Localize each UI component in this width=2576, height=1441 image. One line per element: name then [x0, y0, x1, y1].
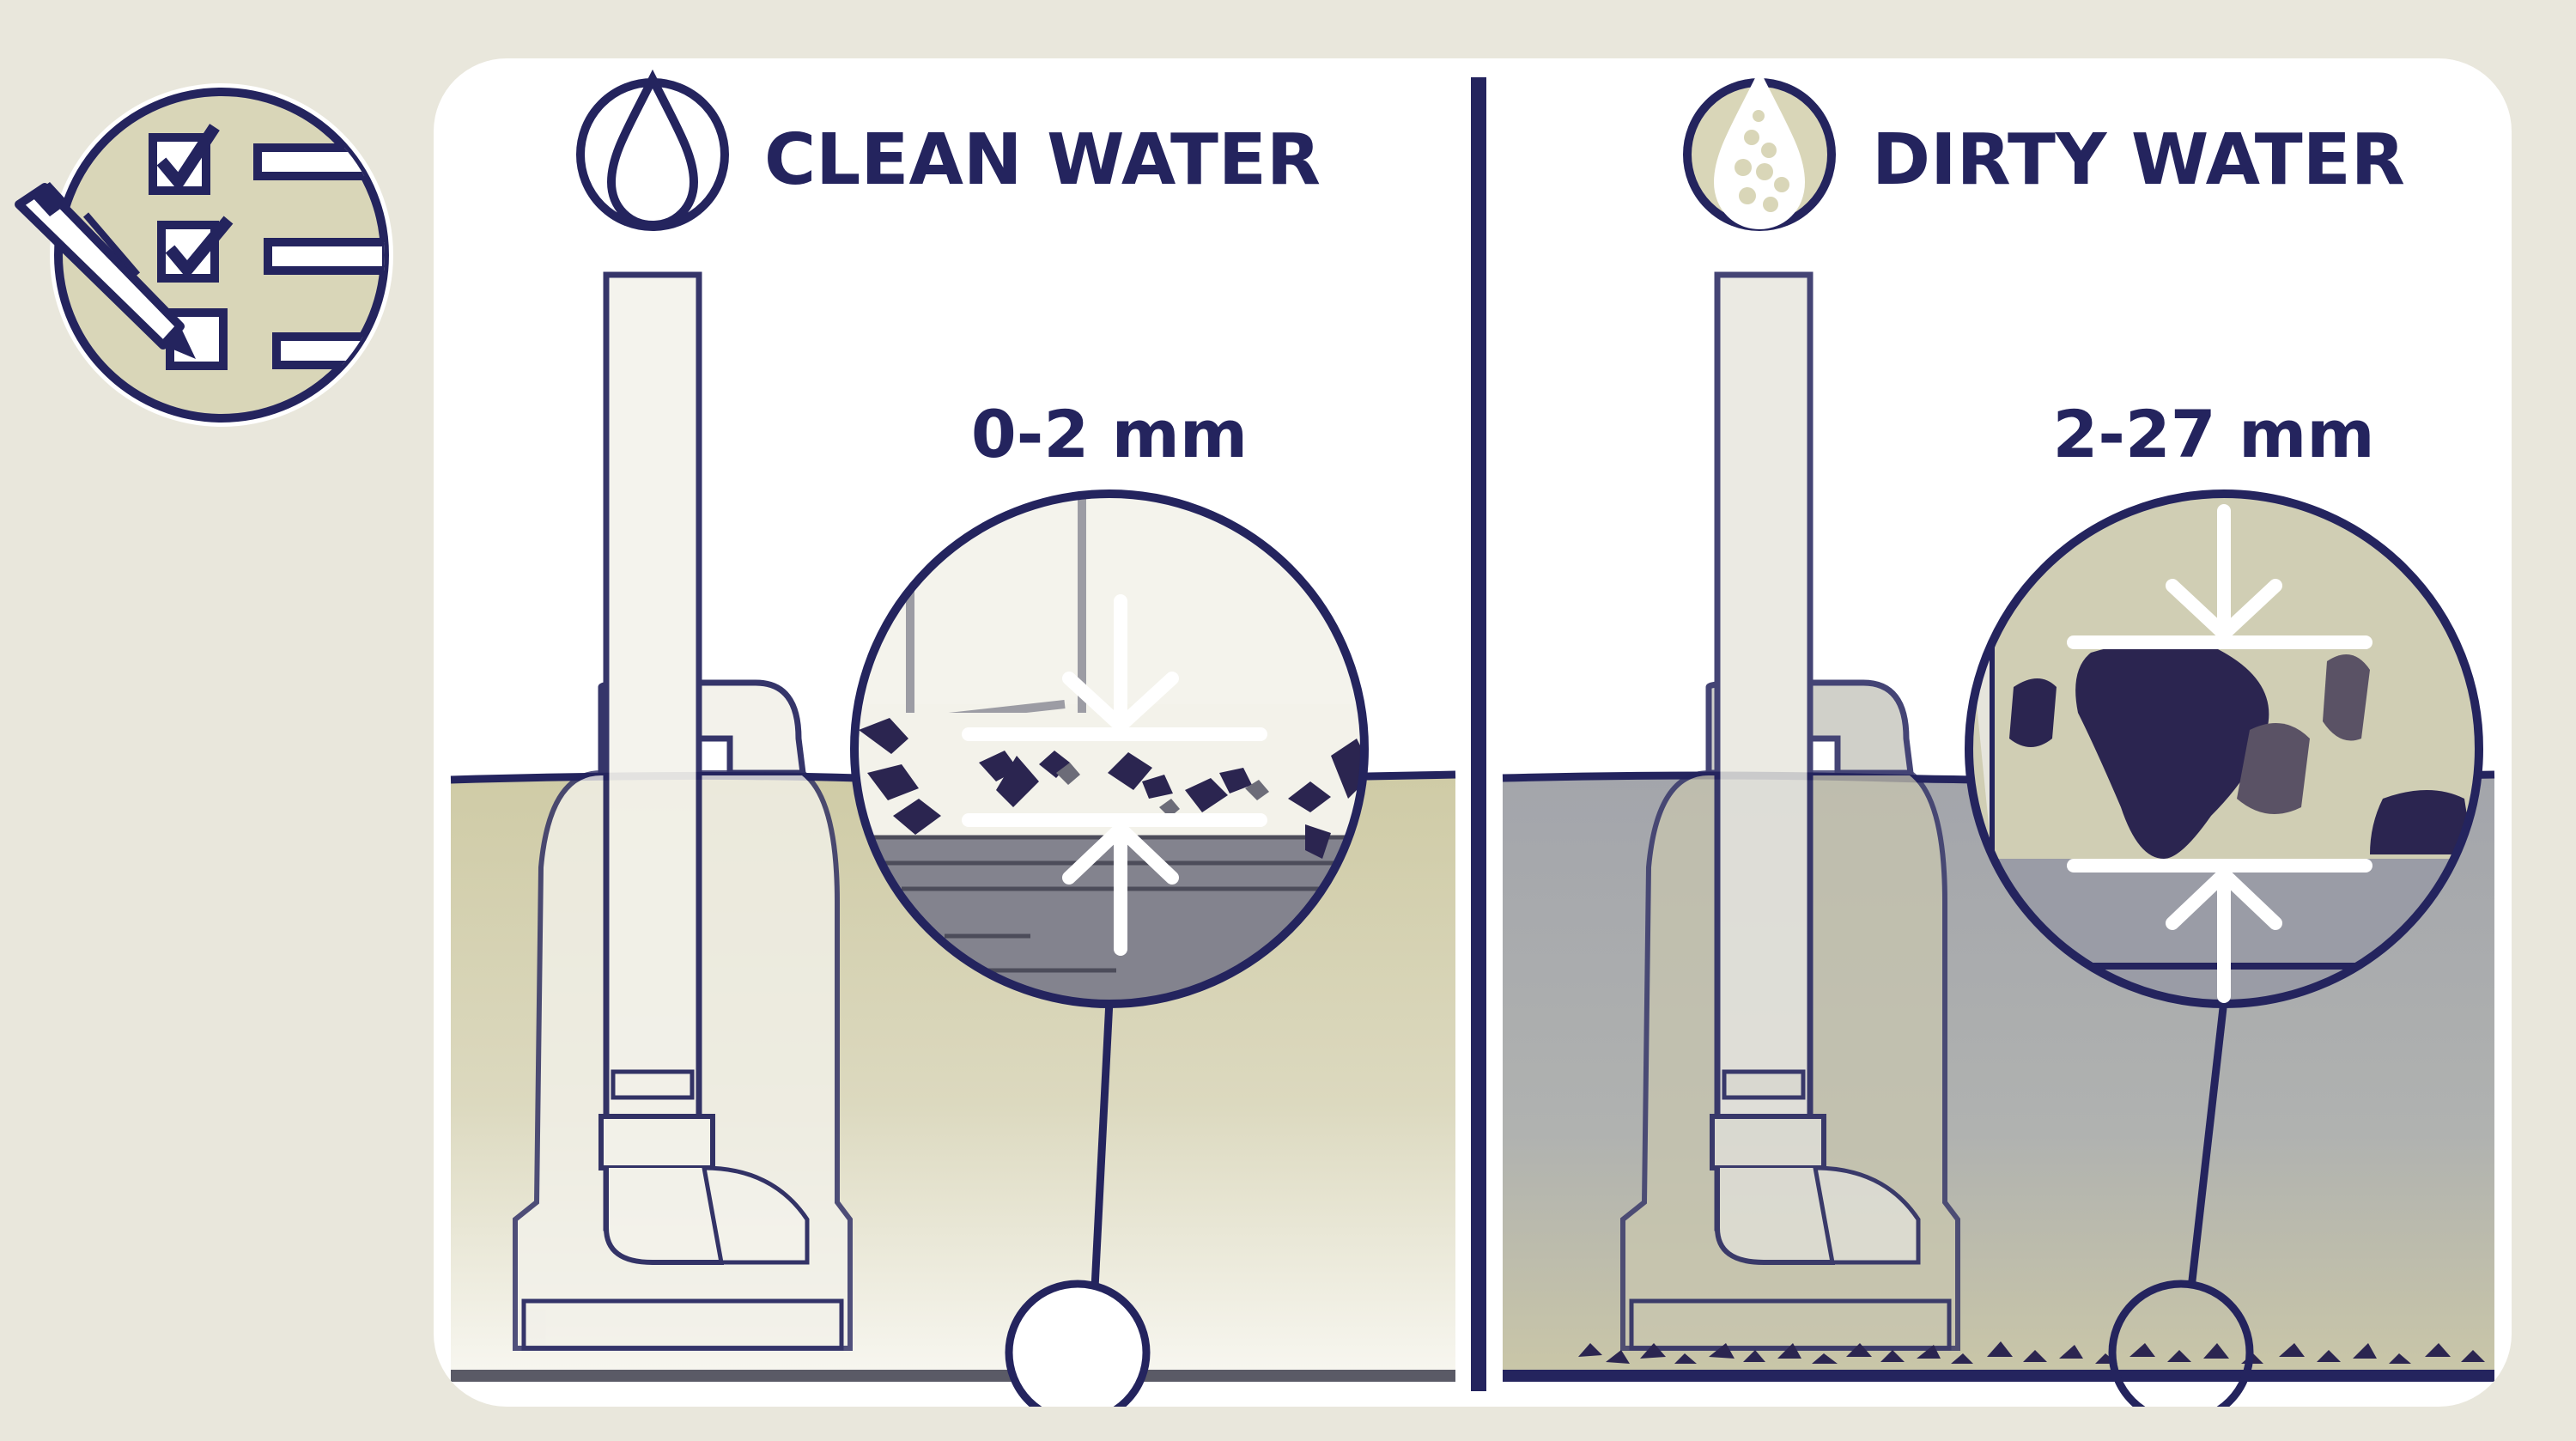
dirty-zoom-ring	[1965, 489, 2483, 1008]
clean-zoom-ring	[850, 489, 1369, 1008]
clean-pump	[513, 271, 853, 1351]
clean-size-label: 0-2 mm	[971, 396, 1248, 472]
zoom-target-right	[2108, 1280, 2254, 1407]
dirty-water-drop-icon	[1683, 69, 1836, 231]
zoom-pointer-left	[1091, 1000, 1114, 1289]
zoom-pointer-right	[2187, 1000, 2228, 1289]
dirty-water-title: DIRTY WATER	[1872, 119, 2405, 201]
dirty-pump	[1620, 271, 1960, 1351]
dirty-size-arrows	[2067, 504, 2372, 1003]
dirty-water-header: DIRTY WATER	[1683, 69, 2405, 231]
zoom-target-left	[1005, 1280, 1151, 1407]
clean-water-header: CLEAN WATER	[576, 69, 1321, 231]
clean-size-arrows	[962, 594, 1267, 956]
floor-debris	[1578, 1341, 2485, 1364]
panel-divider	[1471, 77, 1486, 1391]
clean-water-title: CLEAN WATER	[764, 119, 1321, 201]
water-drop-icon	[576, 69, 729, 231]
clean-floor	[451, 1370, 1455, 1382]
checklist-pen-icon	[149, 124, 385, 370]
checklist-badge	[15, 83, 393, 427]
dirty-size-label: 2-27 mm	[2052, 396, 2374, 472]
dirty-floor	[1503, 1370, 2494, 1382]
pen-icon	[15, 182, 196, 359]
